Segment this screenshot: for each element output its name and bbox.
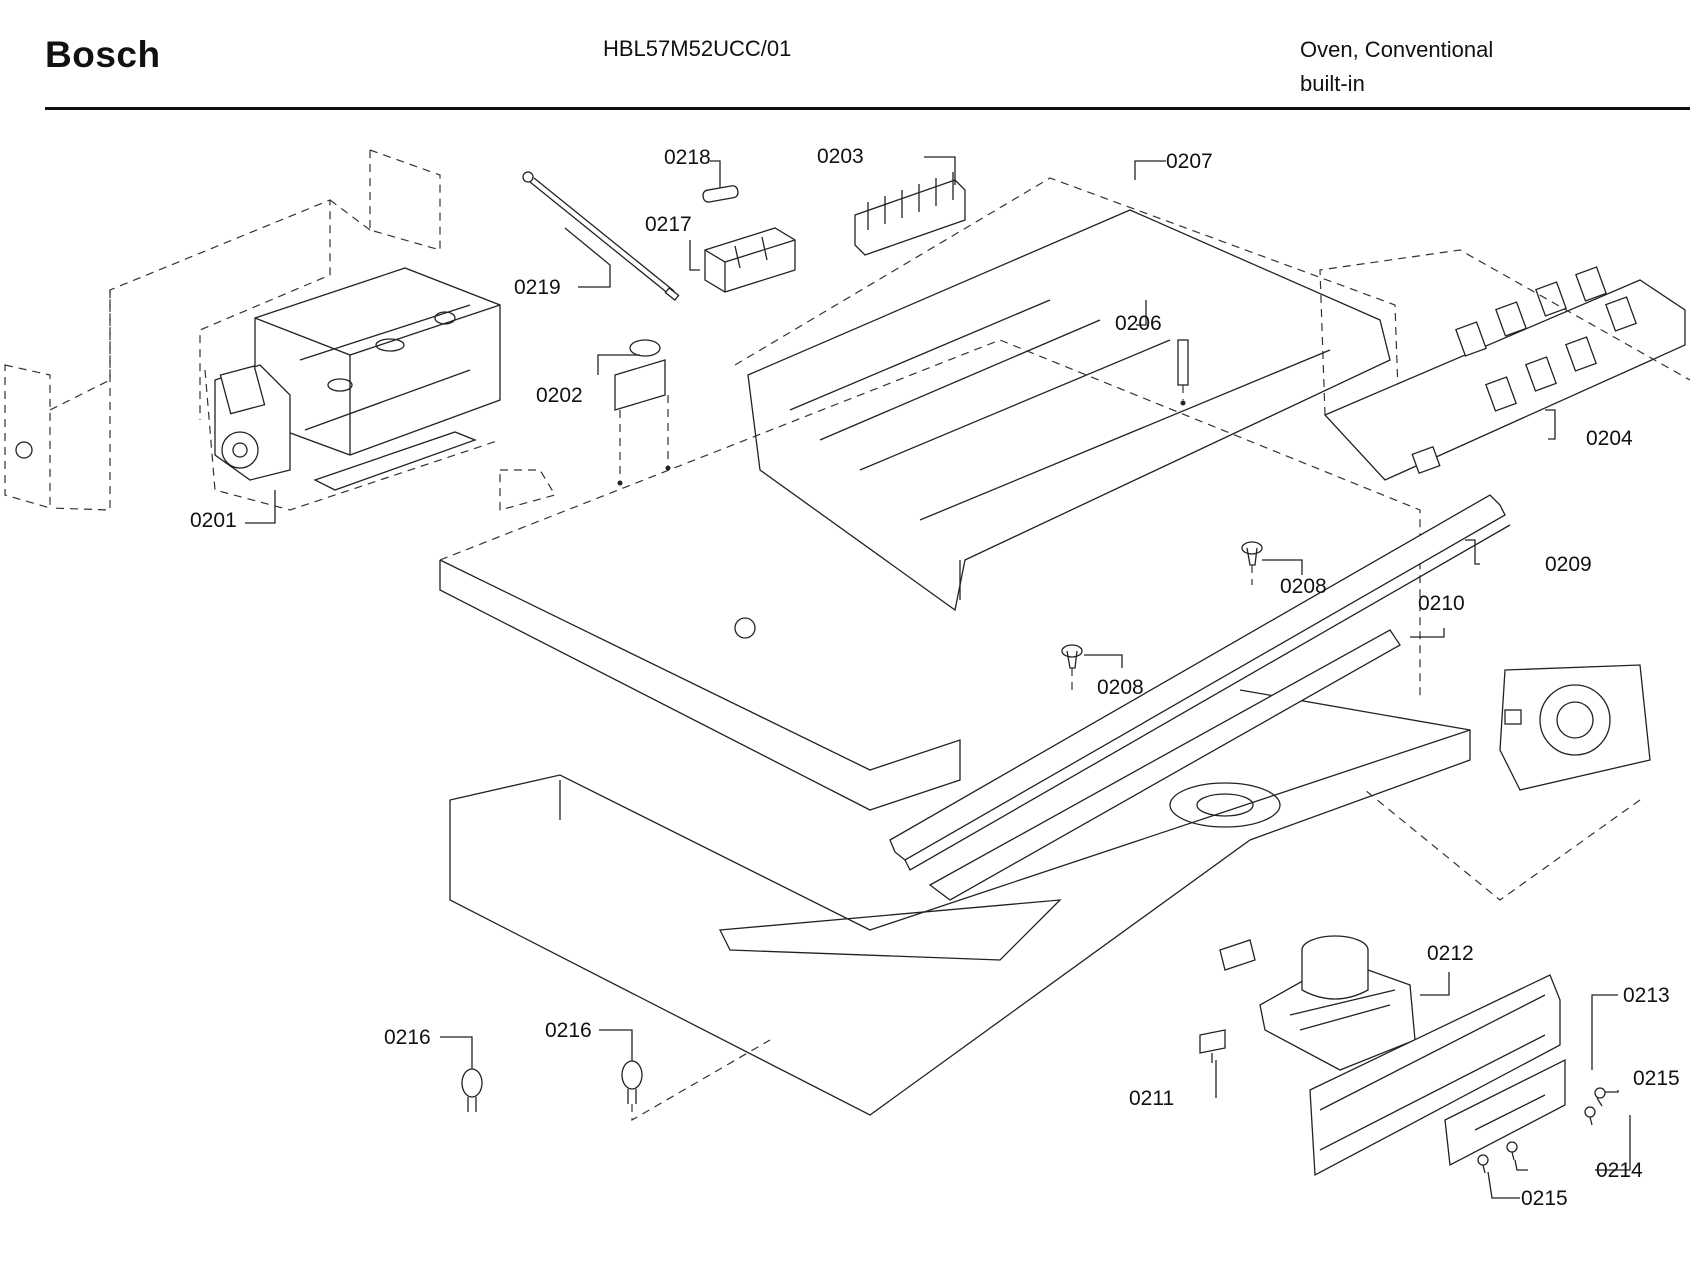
callout-0206: 0206 (1115, 312, 1162, 335)
callout-0216-right: 0216 (545, 1019, 592, 1042)
bracket-0213[interactable] (1309, 974, 1566, 1177)
mounting-plate-right[interactable] (1364, 664, 1651, 901)
callout-0211: 0211 (1129, 1087, 1174, 1110)
thermostat-part[interactable] (614, 339, 671, 486)
callout-0209: 0209 (1545, 553, 1592, 576)
rotisserie-motor[interactable] (1219, 935, 1416, 1071)
fuse-part[interactable] (702, 185, 739, 203)
control-board[interactable] (1319, 249, 1690, 481)
brand-name: Bosch (45, 34, 161, 75)
switch-0211[interactable] (1199, 1029, 1226, 1063)
bottom-frame (439, 339, 1471, 1116)
foot-0216-left[interactable] (461, 1068, 483, 1112)
callout-0214: 0214 (1596, 1159, 1643, 1182)
terminal-block-part[interactable] (854, 172, 966, 256)
foot-0216-right[interactable] (621, 1039, 771, 1122)
callout-0218: 0218 (664, 146, 711, 169)
fuse-holder-part[interactable] (704, 227, 796, 293)
callout-0219: 0219 (514, 276, 561, 299)
leader-lines (245, 156, 1631, 1199)
callout-0207: 0207 (1166, 150, 1213, 173)
top-cover-plate[interactable] (734, 177, 1401, 612)
screw-0215-lower[interactable] (1477, 1154, 1489, 1174)
callout-0213: 0213 (1623, 984, 1670, 1007)
wire-harness-part[interactable] (522, 171, 680, 301)
callout-0208-upper: 0208 (1280, 575, 1327, 598)
screw-0214-lower[interactable] (1506, 1141, 1518, 1161)
callout-0215-lower: 0215 (1521, 1187, 1568, 1210)
callout-0210: 0210 (1418, 592, 1465, 615)
callout-0204: 0204 (1586, 427, 1633, 450)
callout-0202: 0202 (536, 384, 583, 407)
clip-0208-upper[interactable] (1241, 541, 1263, 585)
callout-0203: 0203 (817, 145, 864, 168)
screw-0214[interactable] (1584, 1106, 1596, 1126)
callout-0217: 0217 (645, 213, 692, 236)
side-panel (4, 149, 441, 511)
rail-0210[interactable] (928, 629, 1401, 901)
callout-0208-lower: 0208 (1097, 676, 1144, 699)
rail-0209[interactable] (889, 494, 1511, 871)
callout-0201: 0201 (190, 509, 237, 532)
callout-0216-left: 0216 (384, 1026, 431, 1049)
product-type: Oven, Conventional (1300, 37, 1494, 62)
header-divider (45, 107, 1690, 110)
screw-0215-right[interactable] (1594, 1087, 1606, 1107)
clip-0208-lower[interactable] (1061, 644, 1083, 690)
callout-0215-right: 0215 (1633, 1067, 1680, 1090)
convection-fan-motor[interactable] (204, 267, 501, 511)
callout-labels: 0201 0202 0203 0204 0206 0207 0208 0208 … (190, 145, 1680, 1210)
callout-0212: 0212 (1427, 942, 1474, 965)
product-subtype: built-in (1300, 71, 1365, 96)
sensor-0206[interactable] (1177, 339, 1189, 406)
model-number: HBL57M52UCC/01 (603, 36, 792, 61)
